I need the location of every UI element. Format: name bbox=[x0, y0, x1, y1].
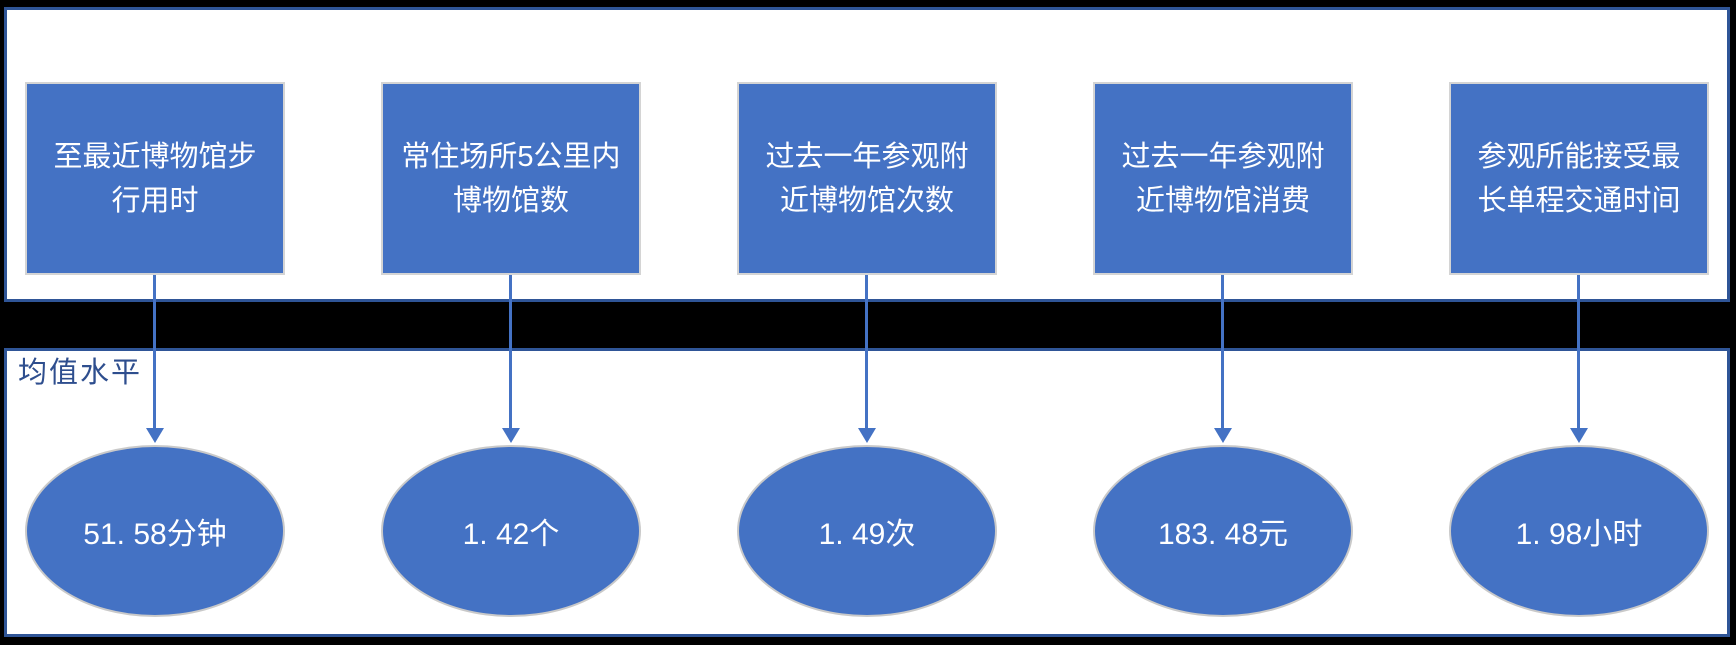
mean-value: 1. 42个 bbox=[462, 518, 560, 551]
mean-value: 1. 98小时 bbox=[1515, 518, 1643, 551]
down-arrow-connector-1 bbox=[146, 275, 164, 443]
down-arrow-connector-4 bbox=[1214, 275, 1232, 443]
mean-value: 183. 48元 bbox=[1157, 518, 1289, 551]
factor-box-visit-spending: 过去一年参观附 近博物馆消费 bbox=[1093, 82, 1353, 275]
arrow-line bbox=[1221, 275, 1224, 430]
arrowhead-down-icon bbox=[146, 428, 164, 443]
factor-label: 参观所能接受最 长单程交通时间 bbox=[1477, 140, 1681, 217]
arrowhead-down-icon bbox=[1570, 428, 1588, 443]
arrow-line bbox=[509, 275, 512, 430]
factor-label: 过去一年参观附 近博物馆消费 bbox=[1121, 140, 1325, 217]
factor-label: 常住场所5公里内 博物馆数 bbox=[401, 140, 621, 217]
factor-box-museum-count: 常住场所5公里内 博物馆数 bbox=[381, 82, 641, 275]
arrow-line bbox=[865, 275, 868, 430]
mean-value: 51. 58分钟 bbox=[83, 518, 227, 551]
arrowhead-down-icon bbox=[502, 428, 520, 443]
factor-box-visit-times: 过去一年参观附 近博物馆次数 bbox=[737, 82, 997, 275]
mean-value: 1. 49次 bbox=[818, 518, 916, 551]
mean-ellipse-museum-count: 1. 42个 bbox=[381, 445, 641, 617]
arrowhead-down-icon bbox=[1214, 428, 1232, 443]
arrow-line bbox=[1577, 275, 1580, 430]
down-arrow-connector-3 bbox=[858, 275, 876, 443]
mean-ellipse-visit-times: 1. 49次 bbox=[737, 445, 997, 617]
arrow-line bbox=[153, 275, 156, 430]
means-panel-title: 均值水平 bbox=[18, 357, 143, 389]
factor-box-walk-time: 至最近博物馆步 行用时 bbox=[25, 82, 285, 275]
factor-label: 过去一年参观附 近博物馆次数 bbox=[765, 140, 969, 217]
down-arrow-connector-2 bbox=[502, 275, 520, 443]
factor-box-max-travel-time: 参观所能接受最 长单程交通时间 bbox=[1449, 82, 1709, 275]
arrowhead-down-icon bbox=[858, 428, 876, 443]
factor-label: 至最近博物馆步 行用时 bbox=[53, 140, 257, 217]
mean-ellipse-walk-time: 51. 58分钟 bbox=[25, 445, 285, 617]
mean-ellipse-max-travel-time: 1. 98小时 bbox=[1449, 445, 1709, 617]
mean-ellipse-visit-spending: 183. 48元 bbox=[1093, 445, 1353, 617]
down-arrow-connector-5 bbox=[1570, 275, 1588, 443]
